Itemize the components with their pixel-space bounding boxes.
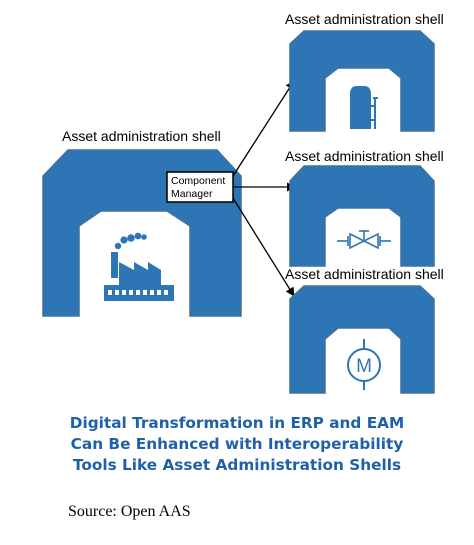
arrow-to-top-shell [232,80,295,177]
bottom-shell: Asset administration shell M [285,266,444,394]
middle-shell-title: Asset administration shell [285,148,444,164]
connector-arrows [232,80,296,297]
component-manager-line1: Component [171,175,225,187]
main-shell-title: Asset administration shell [62,128,221,144]
motor-icon: M [347,339,381,390]
caption-line-1: Digital Transformation in ERP and EAM [69,414,405,432]
component-manager-box: Component Manager [166,171,234,203]
caption-line-3: Tools Like Asset Administration Shells [72,456,402,474]
caption-line-2: Can Be Enhanced with Interoperability [70,435,404,453]
top-shell-body [289,30,435,132]
top-shell: Asset administration shell [285,11,444,132]
middle-shell: Asset administration shell [285,148,444,267]
bottom-shell-body [289,285,435,394]
arrow-to-bottom-shell [232,197,295,297]
source-credit: Source: Open AAS [68,503,191,520]
middle-shell-body [289,165,435,267]
top-shell-title: Asset administration shell [285,11,444,27]
figure-caption: Digital Transformation in ERP and EAM Ca… [0,413,474,476]
tank-icon [350,86,378,129]
component-manager-line2: Manager [171,188,213,200]
factory-icon [104,232,174,301]
motor-label: M [356,356,372,377]
bottom-shell-title: Asset administration shell [285,266,444,282]
valve-icon [337,230,391,250]
main-shell: Asset administration shell [42,128,242,317]
